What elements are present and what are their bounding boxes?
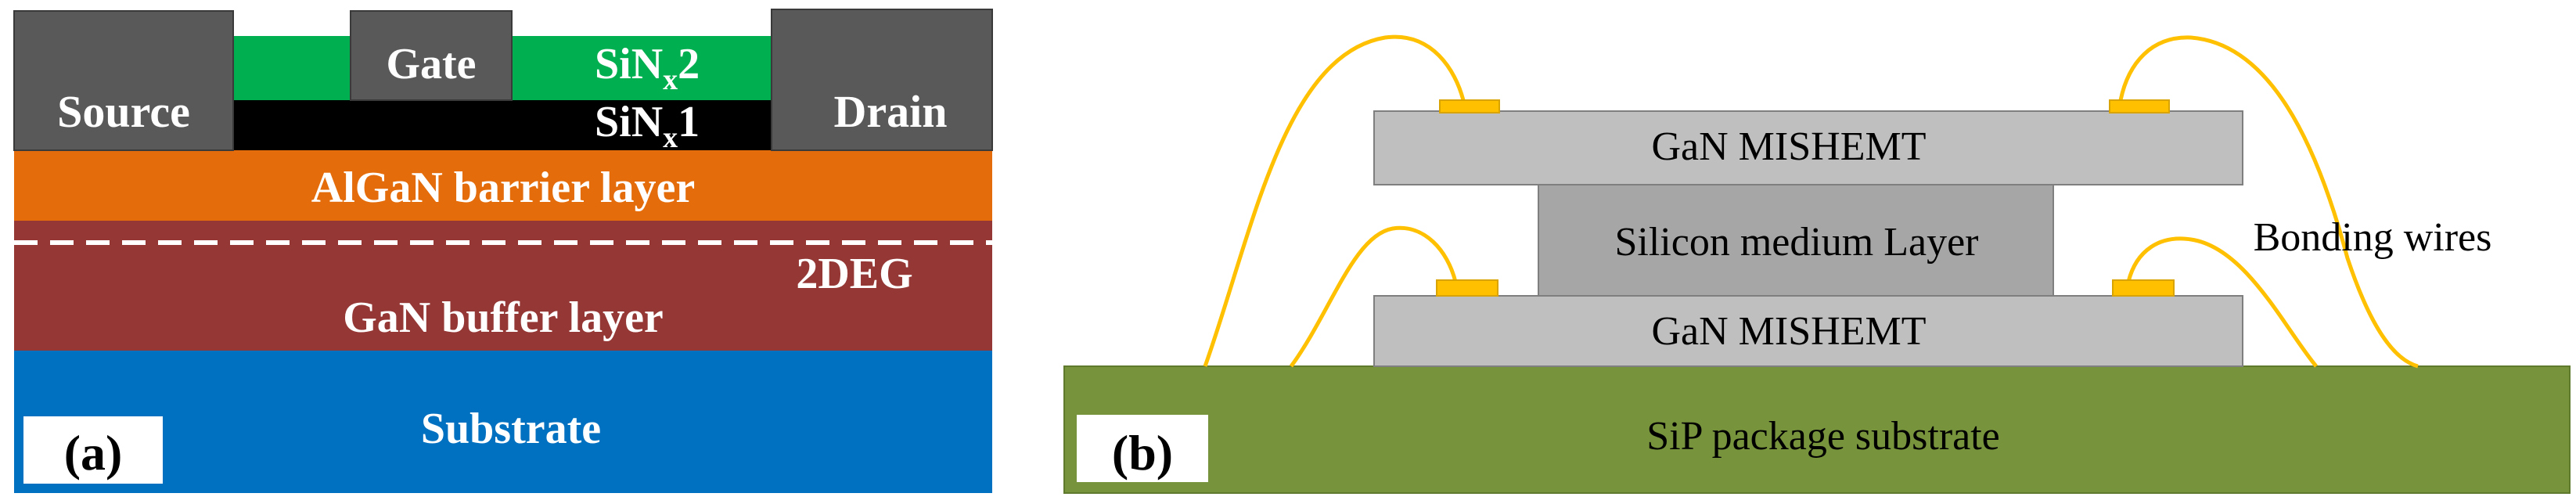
- drain-label: Drain: [834, 86, 948, 137]
- sinx2-layer-right: [512, 36, 772, 100]
- panel-b-label: (b): [1112, 425, 1173, 481]
- substrate-label: Substrate: [421, 405, 601, 453]
- pad-top-left: [1439, 99, 1500, 113]
- pad-bottom-left: [1436, 279, 1498, 297]
- bonding-wire-outer-right: [2118, 35, 2419, 369]
- package-label: SiP package substrate: [1646, 414, 2000, 459]
- panel-a-label: (a): [64, 425, 123, 481]
- substrate-layer: [14, 351, 992, 493]
- barrier-label: AlGaN barrier layer: [311, 164, 695, 212]
- gate-contact: [350, 10, 513, 101]
- panel-b-label-box: [1077, 415, 1208, 482]
- panel-a-label-box: [23, 416, 163, 484]
- bonding-wires-label: Bonding wires: [2254, 215, 2492, 260]
- bonding-wire-inner-left: [1289, 225, 1458, 368]
- bottom-device-label: GaN MISHEMT: [1652, 309, 1927, 354]
- algan-barrier-layer: [14, 150, 992, 221]
- silicon-medium-layer: [1538, 184, 2054, 297]
- bottom-gan-mishemt: [1373, 295, 2243, 367]
- bonding-wires: [1203, 34, 2419, 369]
- pad-bottom-right: [2112, 279, 2175, 297]
- bonding-wire-outer-left: [1203, 34, 1466, 367]
- drain-contact: [771, 9, 993, 151]
- 2deg-label: 2DEG: [796, 250, 912, 298]
- gate-label: Gate: [386, 40, 476, 88]
- sinx2-label: SiNx2: [595, 40, 700, 96]
- pad-top-right: [2109, 99, 2170, 113]
- source-label: Source: [57, 86, 190, 137]
- bonding-wire-inner-right: [2126, 236, 2318, 368]
- top-gan-mishemt: [1373, 110, 2243, 185]
- medium-label: Silicon medium Layer: [1614, 220, 1978, 265]
- sinx2-layer-left: [233, 36, 351, 100]
- sinx1-layer: [233, 100, 772, 150]
- panel-a: Source Gate Drain SiNx2 SiNx1 AlGaN barr…: [13, 9, 993, 493]
- panel-b: GaN MISHEMT Silicon medium Layer GaN MIS…: [1063, 34, 2571, 494]
- source-contact: [13, 10, 234, 151]
- top-device-label: GaN MISHEMT: [1652, 124, 1927, 169]
- sip-package-substrate: [1063, 365, 2571, 494]
- buffer-label: GaN buffer layer: [343, 293, 664, 342]
- sinx1-label: SiNx1: [595, 98, 700, 154]
